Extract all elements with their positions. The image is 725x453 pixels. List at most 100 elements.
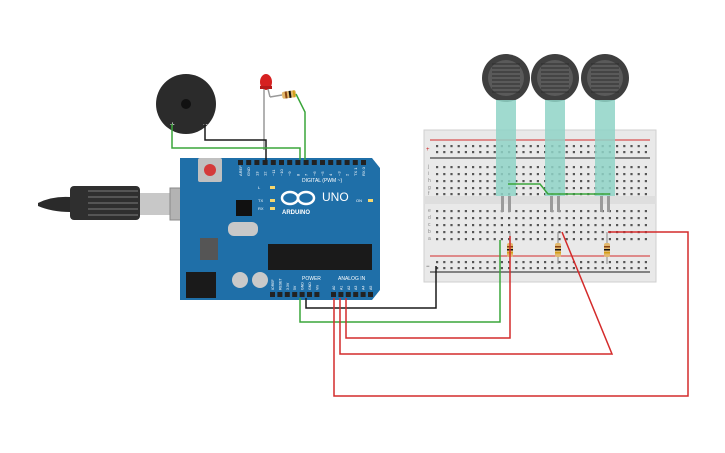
breadboard-hole[interactable] [623, 267, 626, 270]
breadboard-hole[interactable] [457, 187, 460, 190]
breadboard-hole[interactable] [443, 238, 446, 241]
breadboard-hole[interactable] [644, 193, 647, 196]
breadboard-hole[interactable] [644, 238, 647, 241]
breadboard-hole[interactable] [472, 210, 475, 213]
breadboard-hole[interactable] [644, 180, 647, 183]
breadboard-hole[interactable] [572, 151, 575, 154]
breadboard-hole[interactable] [572, 217, 575, 220]
breadboard-hole[interactable] [450, 145, 453, 148]
breadboard-hole[interactable] [486, 224, 489, 227]
breadboard-hole[interactable] [450, 267, 453, 270]
breadboard-hole[interactable] [536, 238, 539, 241]
breadboard-hole[interactable] [594, 210, 597, 213]
breadboard-hole[interactable] [436, 261, 439, 264]
breadboard-hole[interactable] [608, 238, 611, 241]
breadboard-hole[interactable] [508, 217, 511, 220]
breadboard-hole[interactable] [450, 238, 453, 241]
wire-buzzer-gnd[interactable] [204, 124, 267, 160]
breadboard-hole[interactable] [572, 210, 575, 213]
breadboard-hole[interactable] [443, 166, 446, 169]
breadboard-hole[interactable] [630, 180, 633, 183]
breadboard-hole[interactable] [436, 151, 439, 154]
breadboard-hole[interactable] [515, 173, 518, 176]
breadboard-hole[interactable] [536, 145, 539, 148]
digital-pin-7[interactable] [303, 160, 309, 165]
breadboard-hole[interactable] [580, 166, 583, 169]
breadboard-hole[interactable] [436, 145, 439, 148]
breadboard-hole[interactable] [623, 173, 626, 176]
breadboard-hole[interactable] [479, 180, 482, 183]
breadboard-hole[interactable] [637, 151, 640, 154]
breadboard-hole[interactable] [500, 224, 503, 227]
breadboard-hole[interactable] [529, 166, 532, 169]
breadboard-hole[interactable] [464, 187, 467, 190]
digital-pin-10[interactable] [279, 160, 284, 165]
breadboard-hole[interactable] [580, 151, 583, 154]
breadboard-hole[interactable] [529, 145, 532, 148]
analog-pin-a4[interactable] [360, 292, 366, 297]
force-sensor-1[interactable] [482, 54, 530, 212]
breadboard-hole[interactable] [472, 145, 475, 148]
breadboard-hole[interactable] [565, 151, 568, 154]
breadboard-hole[interactable] [529, 261, 532, 264]
breadboard-hole[interactable] [450, 224, 453, 227]
breadboard-hole[interactable] [522, 187, 525, 190]
breadboard-hole[interactable] [472, 166, 475, 169]
pulldown-resistor-3[interactable] [604, 232, 610, 264]
breadboard-hole[interactable] [529, 180, 532, 183]
breadboard-hole[interactable] [515, 166, 518, 169]
breadboard-hole[interactable] [580, 180, 583, 183]
breadboard-hole[interactable] [529, 267, 532, 270]
breadboard-hole[interactable] [522, 210, 525, 213]
breadboard-hole[interactable] [572, 238, 575, 241]
breadboard-hole[interactable] [443, 145, 446, 148]
breadboard-hole[interactable] [515, 217, 518, 220]
wire-gnd-to-breadboard[interactable] [305, 266, 437, 309]
breadboard-hole[interactable] [450, 180, 453, 183]
breadboard-hole[interactable] [529, 210, 532, 213]
force-sensors[interactable] [482, 54, 629, 212]
breadboard-hole[interactable] [436, 224, 439, 227]
breadboard-hole[interactable] [536, 217, 539, 220]
digital-pin-13[interactable] [254, 160, 260, 165]
breadboard-hole[interactable] [580, 187, 583, 190]
breadboard-hole[interactable] [644, 151, 647, 154]
breadboard-hole[interactable] [464, 210, 467, 213]
breadboard-hole[interactable] [436, 238, 439, 241]
breadboard-hole[interactable] [544, 210, 547, 213]
breadboard-hole[interactable] [580, 210, 583, 213]
breadboard-hole[interactable] [436, 173, 439, 176]
breadboard-hole[interactable] [479, 145, 482, 148]
breadboard-hole[interactable] [457, 238, 460, 241]
breadboard-hole[interactable] [486, 173, 489, 176]
breadboard-hole[interactable] [544, 267, 547, 270]
breadboard-hole[interactable] [464, 217, 467, 220]
wire-a0[interactable] [333, 231, 689, 397]
breadboard-hole[interactable] [536, 187, 539, 190]
breadboard-hole[interactable] [464, 261, 467, 264]
breadboard-hole[interactable] [472, 238, 475, 241]
breadboard-hole[interactable] [436, 267, 439, 270]
breadboard-hole[interactable] [580, 231, 583, 234]
breadboard-hole[interactable] [587, 267, 590, 270]
breadboard-hole[interactable] [616, 180, 619, 183]
breadboard-hole[interactable] [500, 231, 503, 234]
breadboard-hole[interactable] [464, 180, 467, 183]
breadboard-hole[interactable] [536, 193, 539, 196]
breadboard-hole[interactable] [536, 224, 539, 227]
breadboard-hole[interactable] [472, 217, 475, 220]
breadboard-hole[interactable] [486, 187, 489, 190]
analog-pin-a5[interactable] [368, 292, 373, 297]
breadboard-hole[interactable] [436, 166, 439, 169]
breadboard-hole[interactable] [565, 238, 568, 241]
digital-pin-11[interactable] [270, 160, 276, 165]
breadboard-hole[interactable] [529, 231, 532, 234]
breadboard-hole[interactable] [623, 187, 626, 190]
breadboard-hole[interactable] [443, 187, 446, 190]
breadboard-hole[interactable] [601, 224, 604, 227]
breadboard-hole[interactable] [616, 217, 619, 220]
breadboard-hole[interactable] [515, 145, 518, 148]
breadboard-hole[interactable] [616, 166, 619, 169]
breadboard-hole[interactable] [644, 166, 647, 169]
breadboard-hole[interactable] [580, 173, 583, 176]
